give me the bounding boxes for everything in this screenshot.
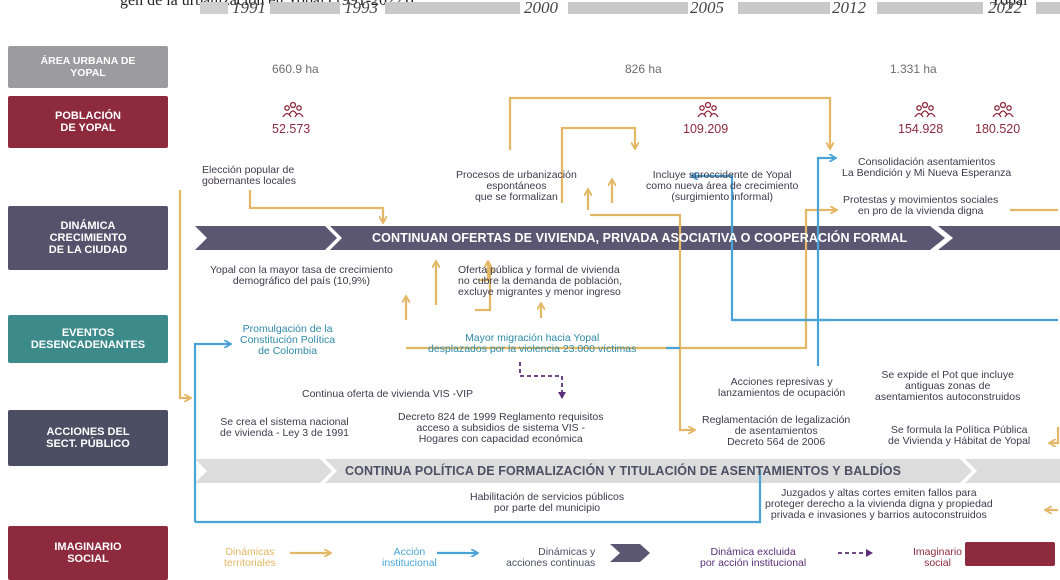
row-label-imaginario: IMAGINARIO SOCIAL <box>8 526 168 580</box>
people-icon-1 <box>282 101 304 118</box>
band-top <box>195 226 1060 250</box>
arrow-reglam <box>590 213 694 430</box>
text-represivas: Acciones represivas y lanzamientos de oc… <box>718 376 846 399</box>
year-bar-3 <box>385 2 520 14</box>
text-juzgados: Juzgados y altas cortes emiten fallos pa… <box>765 487 993 521</box>
year-bar-7 <box>1036 2 1060 14</box>
year-bar-6 <box>877 2 983 14</box>
text-politica: Se formula la Política Pública de Vivien… <box>888 424 1031 447</box>
band-top-text: CONTINUAN OFERTAS DE VIVIENDA, PRIVADA A… <box>372 231 908 245</box>
band-bottom-text: CONTINUA POLÍTICA DE FORMALIZACIÓN Y TIT… <box>345 464 902 478</box>
caption-fragment: gen de la urbanización en Yopal (1991-20… <box>120 0 418 9</box>
arrow-constitucion <box>193 344 230 522</box>
arrow-juzgados <box>1050 427 1060 443</box>
arrow-procesos-up <box>560 126 635 203</box>
people-icon-2 <box>697 101 719 118</box>
arrow-imaginario <box>195 470 762 524</box>
arrow-represivas <box>816 158 835 366</box>
year-bar-2 <box>270 2 340 14</box>
legend-territoriales: Dinámicas territoriales <box>224 546 276 569</box>
year-bar-1 <box>200 2 228 14</box>
territorial-arrows <box>178 96 1060 510</box>
arrow-tasa-migr <box>406 210 836 350</box>
text-reglamentacion: Reglamentación de legalización de asenta… <box>702 414 851 448</box>
excluded-arrow <box>519 362 566 399</box>
arrow-oferta-right <box>478 262 488 282</box>
area-value-2012: 1.331 ha <box>890 62 937 76</box>
population-value-2022: 180.520 <box>975 122 1021 136</box>
year-2022: 2022 <box>988 0 1022 17</box>
row-label-area: ÁREA URBANA DE YOPAL <box>8 46 168 88</box>
text-decreto824: Decreto 824 de 1999 Reglamento requisito… <box>398 411 604 445</box>
text-protestas: Protestas y movimientos sociales en pro … <box>843 194 999 217</box>
row-label-acciones: ACCIONES DEL SECT. PÚBLICO <box>8 410 168 466</box>
year-bar-5 <box>738 2 830 14</box>
text-tasa: Yopal con la mayor tasa de crecimiento d… <box>210 264 393 287</box>
legend-imaginario-box <box>965 542 1055 566</box>
year-bar-4 <box>568 2 688 14</box>
people-icon-4 <box>992 101 1014 118</box>
area-value-1991: 660.9 ha <box>272 62 319 76</box>
row-label-dinamica: DINÁMICA CRECIMIENTO DE LA CIUDAD <box>8 206 168 270</box>
band-bottom <box>195 459 1060 483</box>
legend-imaginario: Imaginario social <box>913 546 963 569</box>
row-label-eventos: EVENTOS DESENCADENANTES <box>8 315 168 363</box>
text-constitucion: Promulgación de la Constitución Política… <box>240 323 336 357</box>
text-pot: Se expide el Pot que incluye antiguas zo… <box>875 369 1021 403</box>
year-1993: 1993 <box>344 0 378 17</box>
year-2000: 2000 <box>524 0 558 17</box>
text-procesos: Procesos de urbanización espontáneos que… <box>456 169 577 203</box>
arrow-eleccion-band <box>248 190 383 222</box>
arrow-oferta-up <box>475 266 490 312</box>
legend-continuas: Dinámicas y acciones continuas <box>506 546 596 569</box>
text-servicios: Habilitación de servicios públicos por p… <box>470 491 625 514</box>
year-2005: 2005 <box>690 0 724 17</box>
row-label-poblacion: POBLACIÓN DE YOPAL <box>8 96 168 148</box>
population-icons <box>282 101 1014 118</box>
text-consolidacion: Consolidación asentamientos La Bendición… <box>842 156 1012 179</box>
year-1991: 1991 <box>232 0 266 17</box>
text-eleccion: Elección popular de gobernantes locales <box>202 164 296 187</box>
text-vis: Continua oferta de vivienda VIS -VIP <box>302 388 474 400</box>
people-icon-3 <box>914 101 936 118</box>
population-value-1991: 52.573 <box>272 122 311 136</box>
institutional-arrows <box>193 158 1058 524</box>
legend-band-shape <box>610 544 650 562</box>
caption-fragment-right: Yopal <box>990 0 1028 9</box>
legend-excluida: Dinámica excluida por acción institucion… <box>700 546 807 569</box>
text-migracion: Mayor migración hacia Yopal desplazados … <box>428 332 637 355</box>
text-oferta: Oferta pública y formal de vivienda no c… <box>458 264 623 298</box>
legend-institucional: Acción institucional <box>382 546 437 569</box>
population-value-2012: 154.928 <box>898 122 944 136</box>
text-sistema: Se crea el sistema nacional de vivienda … <box>220 416 350 439</box>
text-incluye: Incluye suroccidente de Yopal como nueva… <box>646 169 799 203</box>
population-value-2005: 109.209 <box>683 122 729 136</box>
area-value-2005: 826 ha <box>625 62 662 76</box>
legend-shapes <box>290 542 1055 566</box>
arrow-eleccion <box>178 190 190 398</box>
arrow-procesos <box>508 96 830 150</box>
year-2012: 2012 <box>832 0 866 17</box>
